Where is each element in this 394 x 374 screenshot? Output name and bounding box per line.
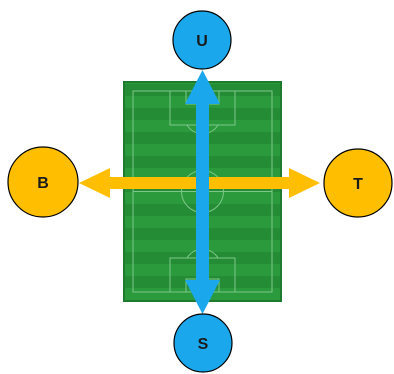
node-top: U — [172, 10, 232, 70]
node-left-label: B — [37, 175, 49, 192]
node-left-circle — [7, 146, 79, 218]
vertical-arrow-shaft — [196, 96, 209, 288]
node-bottom: S — [173, 313, 233, 373]
arrowhead-up — [185, 70, 220, 104]
node-right-label: T — [353, 176, 363, 193]
node-top-label: U — [196, 33, 208, 50]
vertical-double-arrow — [185, 70, 220, 314]
node-bottom-circle — [173, 313, 233, 373]
arrowhead-left — [79, 168, 110, 198]
node-right: T — [323, 148, 393, 218]
node-right-circle — [323, 148, 393, 218]
node-bottom-label: S — [198, 336, 209, 353]
node-left: B — [7, 146, 79, 218]
node-top-circle — [172, 10, 232, 70]
arrowhead-right — [289, 168, 320, 198]
arrowhead-down — [185, 280, 220, 314]
